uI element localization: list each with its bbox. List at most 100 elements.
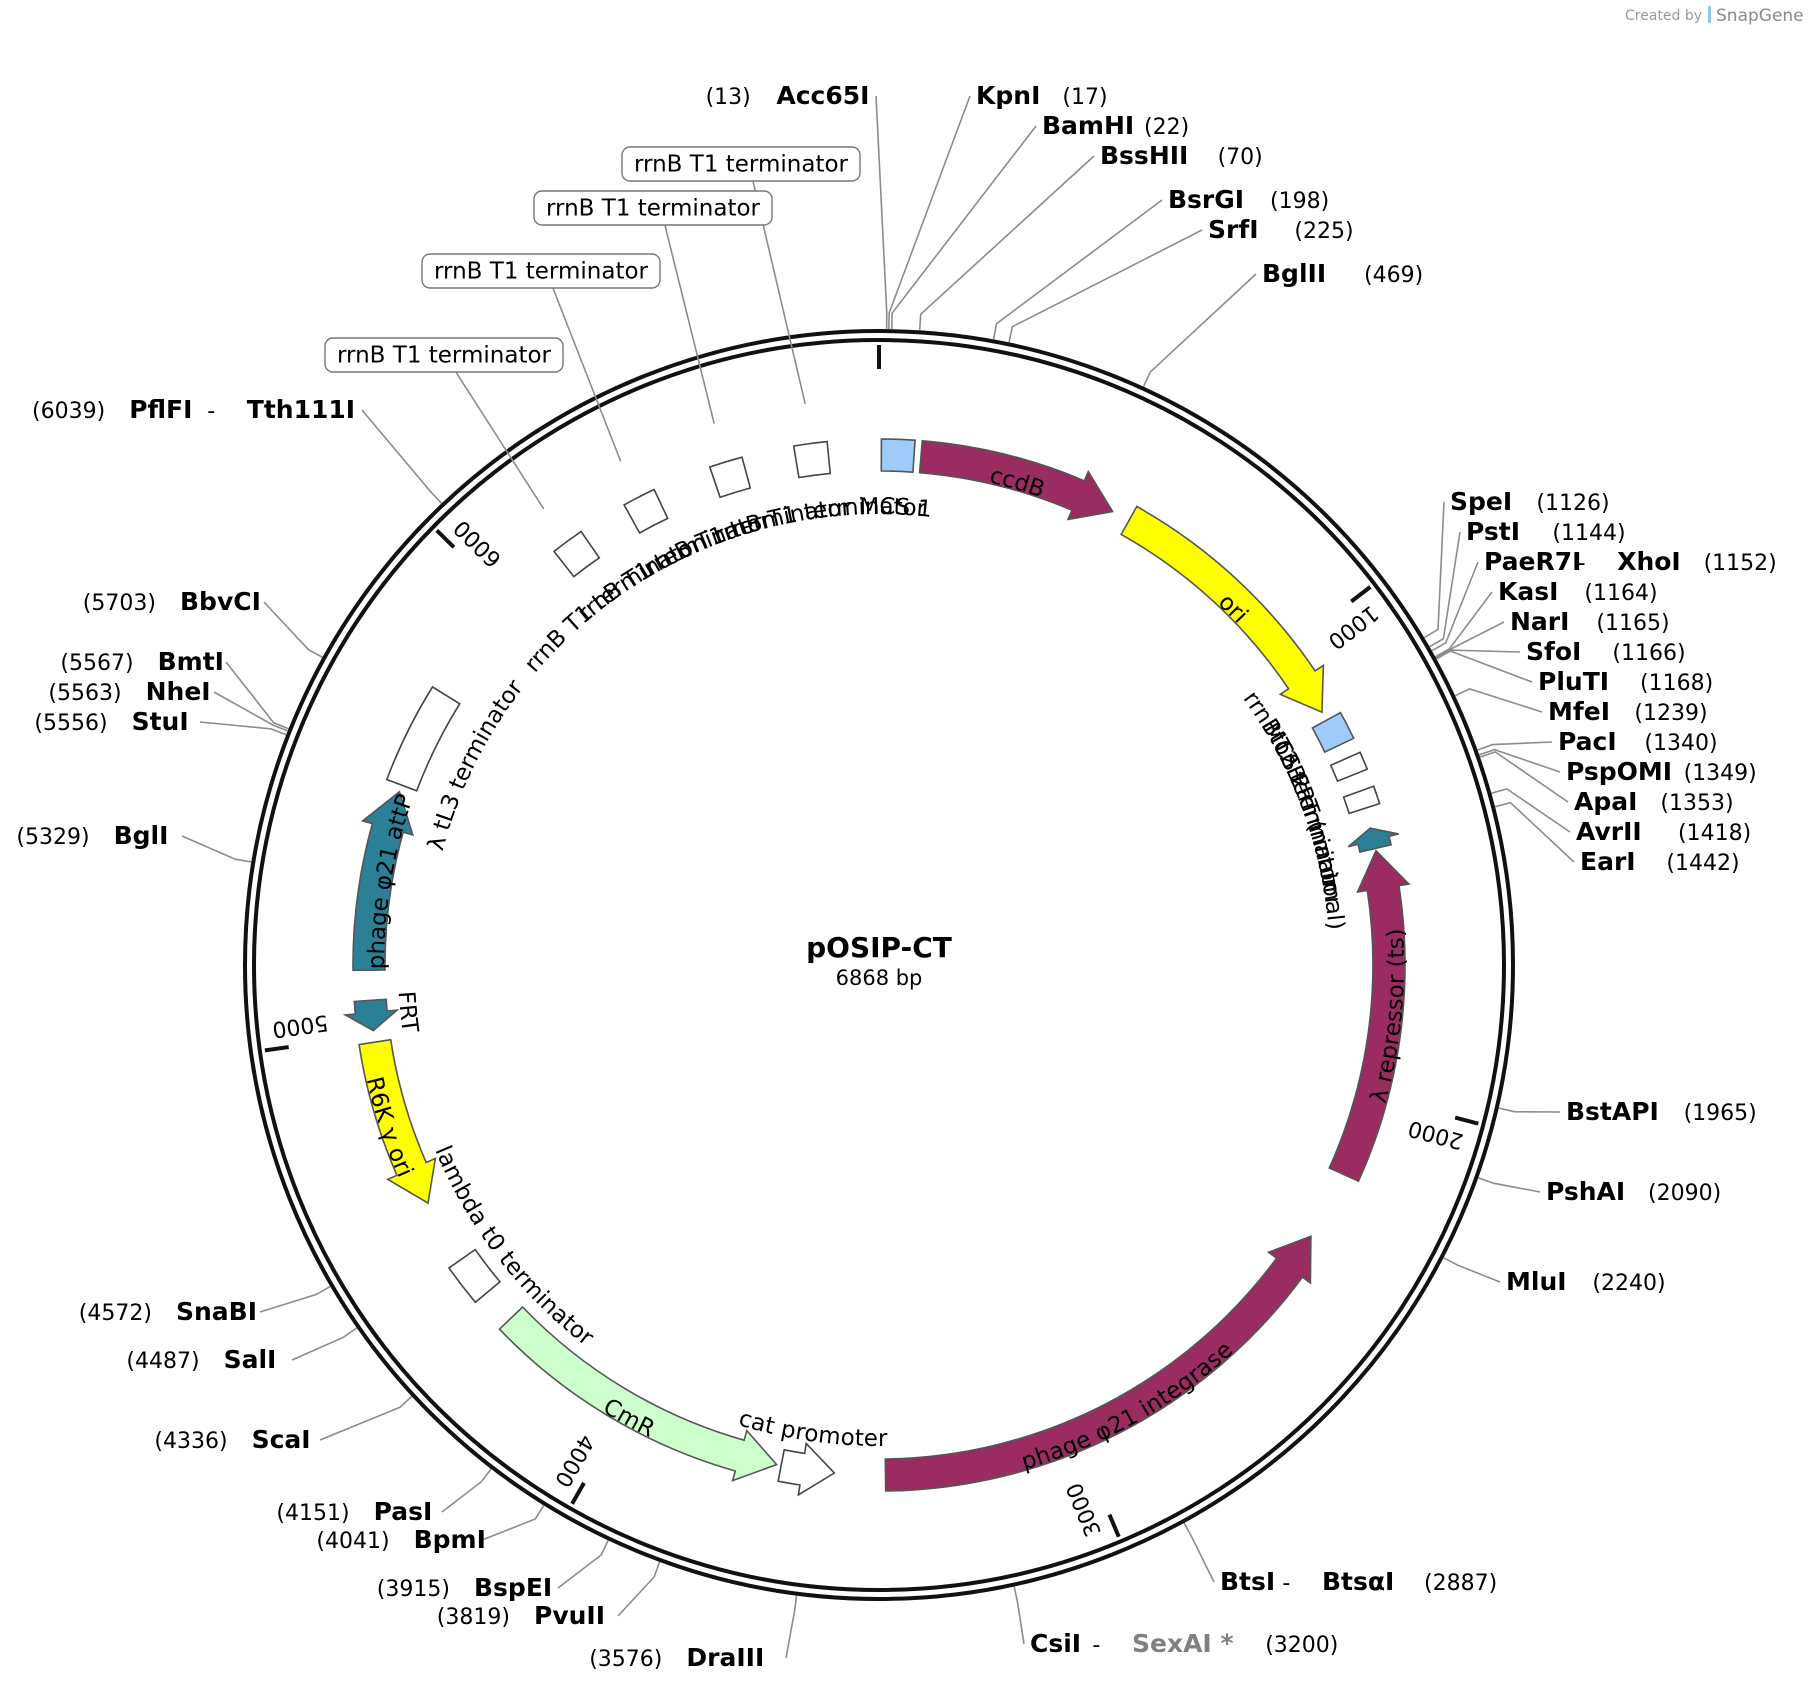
site-pos: (2240) — [1592, 1271, 1665, 1296]
feature-mcs2[interactable] — [1311, 711, 1355, 754]
site-pos: (4041) — [316, 1529, 389, 1554]
site-pasi[interactable]: (4151)PasI — [276, 1497, 432, 1526]
site-leader — [888, 95, 971, 330]
feature-tonb[interactable] — [1342, 785, 1381, 815]
feature-frt[interactable] — [342, 998, 400, 1032]
site-leader — [617, 1561, 661, 1617]
site-name: NarI — [1510, 607, 1569, 636]
site-leader — [1435, 649, 1521, 659]
feature-ori[interactable] — [1120, 505, 1325, 714]
site-sfoi[interactable]: SfoI(1166) — [1526, 637, 1686, 666]
terminator-callout-box — [621, 146, 861, 182]
feature-rrnb-t1-c[interactable] — [708, 456, 752, 499]
site-leader — [1491, 788, 1571, 833]
site-name: BspEI — [474, 1573, 552, 1602]
feature-lambda-t0[interactable] — [447, 1248, 502, 1304]
site-spei[interactable]: SpeI(1126) — [1450, 487, 1610, 516]
feature-rrnb-t1-a[interactable] — [552, 530, 601, 578]
terminator-callout-label: rrnB T1 terminator — [634, 152, 849, 178]
site-pos: (3819) — [437, 1605, 510, 1630]
backbone — [243, 329, 1515, 1601]
site-acc65i[interactable]: (13)Acc65I — [706, 81, 870, 110]
site-snabi[interactable]: (4572)SnaBI — [79, 1297, 257, 1326]
feature-cat-promoter[interactable] — [777, 1441, 836, 1497]
site-name2: BtsαI — [1322, 1567, 1394, 1596]
site-name: PspOMI — [1566, 757, 1672, 786]
site-paer7i[interactable]: PaeR7I - XhoI(1152) — [1484, 547, 1777, 576]
site-name: BtsI — [1220, 1567, 1275, 1596]
tick-mark — [1454, 1115, 1479, 1126]
terminator-callout-box — [533, 190, 773, 226]
feature-ccdB[interactable] — [918, 439, 1114, 521]
site-bbvci[interactable]: (5703)BbvCI — [83, 587, 261, 616]
site-pos: (13) — [706, 85, 751, 110]
site-pvuii[interactable]: (3819)PvuII — [437, 1601, 605, 1630]
tick-label: 1000 — [1323, 600, 1383, 654]
site-bmti[interactable]: (5567)BmtI — [60, 647, 224, 676]
site-separator: - — [207, 399, 215, 424]
terminator-callout-box — [324, 337, 564, 373]
site-pos: (1965) — [1684, 1101, 1757, 1126]
tick-mark — [264, 1045, 289, 1053]
feature-cmr[interactable] — [498, 1305, 778, 1482]
site-pos: (1168) — [1640, 671, 1713, 696]
site-leader — [992, 199, 1163, 340]
site-nhei[interactable]: (5563)NheI — [48, 677, 210, 706]
site-eari[interactable]: EarI(1442) — [1580, 847, 1740, 876]
credit-prefix: Created by — [1625, 8, 1702, 24]
feature-phage-attp[interactable] — [352, 790, 415, 972]
site-draiii[interactable]: (3576)DraIII — [589, 1643, 764, 1672]
site-nari[interactable]: NarI(1165) — [1510, 607, 1670, 636]
site-leader — [1434, 591, 1493, 658]
site-srfi[interactable]: SrfI(225) — [1208, 215, 1354, 244]
snapgene-credit: Created by SnapGene — [1625, 6, 1804, 26]
site-name: ScaI — [252, 1425, 311, 1454]
site-csii[interactable]: CsiI - SexAI *(3200) — [1030, 1629, 1338, 1658]
feature-rrnb-t2[interactable] — [1329, 751, 1369, 783]
site-bspei[interactable]: (3915)BspEI — [377, 1573, 552, 1602]
site-apai[interactable]: ApaI(1353) — [1574, 787, 1734, 816]
site-leader — [1431, 561, 1479, 652]
site-sali[interactable]: (4487)SalI — [126, 1345, 276, 1374]
site-pspomi[interactable]: PspOMI(1349) — [1566, 757, 1757, 786]
site-paci[interactable]: PacI(1340) — [1558, 727, 1718, 756]
site-name: PaeR7I — [1484, 547, 1581, 576]
feature-mcs1[interactable] — [880, 438, 916, 474]
site-pos: (6039) — [32, 399, 105, 424]
site-leader — [1423, 501, 1445, 639]
site-pos: (1152) — [1704, 551, 1777, 576]
site-stui[interactable]: (5556)StuI — [34, 707, 188, 736]
site-pflfi[interactable]: (6039)PflFI - Tth111I — [32, 395, 355, 424]
site-mlui[interactable]: MluI(2240) — [1506, 1267, 1666, 1296]
site-bstapi[interactable]: BstAPI(1965) — [1566, 1097, 1757, 1126]
site-bamhi[interactable]: BamHI(22) — [1042, 111, 1189, 140]
site-btsi[interactable]: BtsI - BtsαI(2887) — [1220, 1567, 1497, 1596]
site-kasi[interactable]: KasI(1164) — [1498, 577, 1658, 606]
feature-lambda-repressor[interactable] — [1328, 849, 1411, 1183]
site-leader — [891, 125, 1037, 330]
site-bgli[interactable]: (5329)BglI — [16, 821, 168, 850]
site-name: AvrII — [1576, 817, 1642, 846]
terminator-callout-box — [421, 253, 661, 289]
feature-frt-minimal[interactable] — [1347, 827, 1399, 854]
feature-phage-integrase[interactable] — [884, 1235, 1312, 1492]
feature-tl3[interactable] — [385, 685, 461, 792]
site-bsshii[interactable]: BssHII(70) — [1100, 141, 1263, 170]
site-leader — [1183, 1522, 1215, 1583]
site-bsrgi[interactable]: BsrGI(198) — [1168, 185, 1329, 214]
features — [342, 438, 1411, 1497]
site-mfei[interactable]: MfeI(1239) — [1548, 697, 1708, 726]
site-psti[interactable]: PstI(1144) — [1466, 517, 1626, 546]
feature-rrnb-t1-d[interactable] — [792, 440, 832, 479]
site-scai[interactable]: (4336)ScaI — [154, 1425, 310, 1454]
site-bpmi[interactable]: (4041) BpmI — [316, 1525, 486, 1554]
site-pluti[interactable]: PluTI(1168) — [1538, 667, 1713, 696]
site-leader — [259, 1285, 331, 1313]
site-kpni[interactable]: KpnI(17) — [976, 81, 1108, 110]
feature-r6k-ori[interactable] — [358, 1038, 437, 1205]
site-avrii[interactable]: AvrII(1418) — [1576, 817, 1751, 846]
site-name: BpmI — [414, 1525, 486, 1554]
feature-rrnb-t1-b[interactable] — [623, 488, 669, 534]
site-pshai[interactable]: PshAI(2090) — [1546, 1177, 1721, 1206]
site-bglii[interactable]: BglII(469) — [1262, 259, 1423, 288]
